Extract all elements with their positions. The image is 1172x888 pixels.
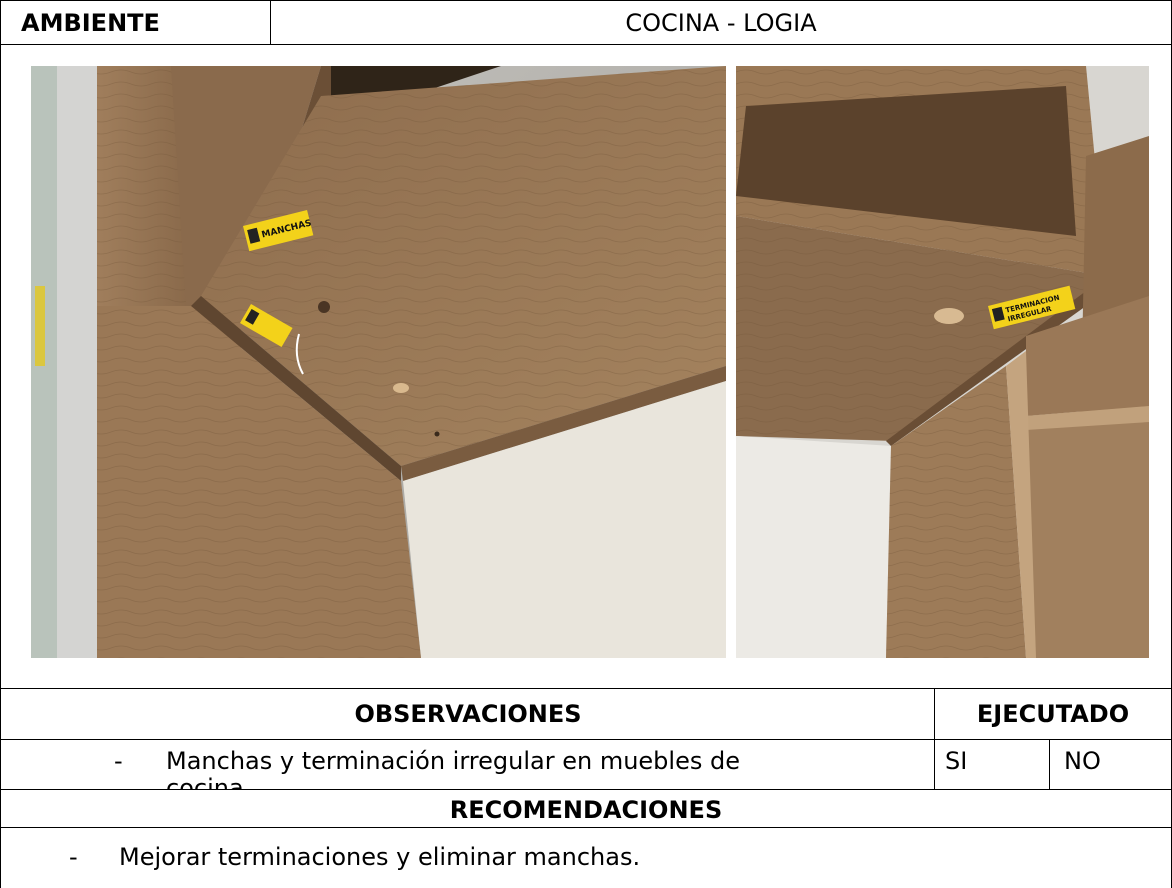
recomendaciones-header: RECOMENDACIONES <box>449 796 723 824</box>
observaciones-header: OBSERVACIONES <box>354 700 582 728</box>
observacion-item-cell: - Manchas y terminación irregular en mue… <box>0 739 936 802</box>
ejecutado-header-cell: EJECUTADO <box>934 688 1172 741</box>
ambiente-label-cell: AMBIENTE <box>0 0 272 46</box>
recomendacion-item-cell: - Mejorar terminaciones y eliminar manch… <box>0 827 1172 888</box>
ambiente-value-cell: COCINA - LOGIA <box>270 0 1172 46</box>
observacion-bullet: - <box>114 747 123 775</box>
observaciones-header-cell: OBSERVACIONES <box>0 688 936 741</box>
ambiente-value: COCINA - LOGIA <box>625 9 817 37</box>
photo-cocina-1-image: MANCHAS <box>31 66 726 658</box>
ejecutado-no-cell: NO <box>1049 739 1172 791</box>
recomendaciones-header-cell: RECOMENDACIONES <box>0 789 1172 829</box>
recomendacion-text: Mejorar terminaciones y eliminar manchas… <box>119 843 641 871</box>
recomendacion-bullet: - <box>69 843 78 871</box>
observacion-text-line1: Manchas y terminación irregular en muebl… <box>166 747 740 775</box>
photo-cocina-2-image: TERMINACION IRREGULAR <box>736 66 1149 658</box>
ejecutado-si: SI <box>945 747 968 775</box>
ejecutado-header: EJECUTADO <box>976 700 1130 728</box>
photo-cocina-2: TERMINACION IRREGULAR <box>736 66 1149 658</box>
ejecutado-no: NO <box>1064 747 1101 775</box>
ejecutado-si-cell: SI <box>934 739 1051 791</box>
ambiente-label: AMBIENTE <box>21 9 160 37</box>
photo-cocina-1: MANCHAS <box>31 66 726 658</box>
